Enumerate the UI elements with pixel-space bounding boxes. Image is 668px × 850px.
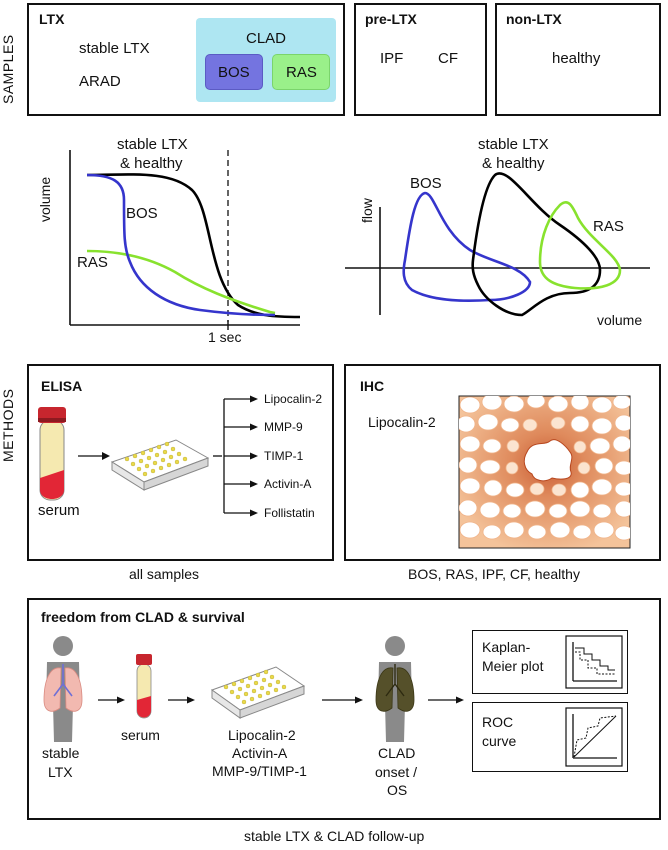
pre-ltx-title: pre-LTX: [365, 11, 417, 27]
elisa-title: ELISA: [41, 378, 83, 394]
vt-label-bos: BOS: [126, 205, 158, 222]
elisa-marker-lipocalin2: Lipocalin-2: [264, 392, 323, 406]
elisa-marker-mmp9: MMP-9: [264, 420, 303, 434]
healthy-label: healthy: [552, 50, 601, 67]
followup-marker-1: Lipocalin-2: [228, 727, 296, 743]
ihc-airway-lumen: [523, 439, 573, 482]
elisa-plate-icon: [110, 439, 210, 491]
vt-ras-curve: [86, 249, 276, 315]
elisa-marker-activina: Activin-A: [264, 477, 312, 491]
km-label-2: Meier plot: [482, 658, 544, 674]
bos-badge: BOS: [205, 54, 263, 90]
serum-tube-icon: [38, 407, 66, 501]
clad-patient-icon: [375, 636, 415, 742]
cf-label: CF: [438, 50, 458, 67]
outcome-label-3: OS: [387, 782, 408, 798]
fv-bos-loop: [402, 191, 532, 302]
fv-label-healthy: & healthy: [482, 155, 545, 172]
patient-lungs-icon: [43, 636, 83, 742]
followup-title: freedom from CLAD & survival: [41, 609, 245, 625]
elisa-marker-timp1: TIMP-1: [264, 449, 304, 463]
pre-ltx-box: pre-LTX IPF CF: [354, 3, 487, 116]
clad-group: CLAD BOS RAS: [196, 18, 336, 102]
followup-serum-tube-icon: [136, 654, 152, 719]
outcome-label-2: onset /: [375, 764, 418, 780]
fv-xlabel: volume: [597, 312, 643, 328]
followup-caption: stable LTX & CLAD follow-up: [244, 828, 425, 844]
ihc-title: IHC: [360, 378, 385, 394]
ihc-marker-label: Lipocalin-2: [368, 414, 436, 430]
non-ltx-title: non-LTX: [506, 11, 562, 27]
clad-label: CLAD: [246, 30, 287, 47]
fv-label-ras: RAS: [593, 218, 624, 235]
vt-label-ras: RAS: [77, 254, 108, 271]
ipf-label: IPF: [380, 50, 404, 67]
stable-ltx-label: stable LTX: [79, 40, 150, 57]
ltx-title: LTX: [39, 11, 65, 27]
ihc-caption: BOS, RAS, IPF, CF, healthy: [408, 566, 580, 582]
roc-label-2: curve: [482, 733, 517, 749]
elisa-marker-arrows: [224, 395, 258, 517]
ras-badge: RAS: [272, 54, 330, 90]
non-ltx-box: non-LTX healthy: [495, 3, 661, 116]
ltx-box: LTX stable LTX ARAD CLAD BOS RAS: [27, 3, 345, 116]
followup-marker-3: MMP-9/TIMP-1: [212, 763, 307, 779]
outcome-label-1: CLAD: [378, 745, 416, 761]
vt-label-healthy: & healthy: [120, 155, 183, 172]
fv-ras-loop: [538, 200, 622, 290]
vt-bos-curve: [86, 173, 276, 317]
vt-xtick-label: 1 sec: [208, 329, 242, 345]
km-label-1: Kaplan-: [482, 639, 531, 655]
fv-label-bos: BOS: [410, 175, 442, 192]
patient-label-1: stable: [42, 745, 80, 761]
fv-stable-loop: [471, 172, 602, 317]
elisa-serum-label: serum: [38, 502, 80, 519]
fv-label-stable: stable LTX: [478, 136, 549, 153]
ras-badge-label: RAS: [286, 64, 317, 81]
arad-label: ARAD: [79, 73, 121, 90]
bos-badge-label: BOS: [218, 64, 250, 81]
patient-label-2: LTX: [48, 764, 73, 780]
vt-label-stable: stable LTX: [117, 136, 188, 153]
followup-marker-2: Activin-A: [232, 745, 288, 761]
elisa-marker-follistatin: Follistatin: [264, 506, 315, 520]
roc-label-1: ROC: [482, 714, 514, 730]
followup-plate-icon: [210, 666, 306, 719]
followup-serum-label: serum: [121, 727, 160, 743]
elisa-caption: all samples: [129, 566, 200, 582]
